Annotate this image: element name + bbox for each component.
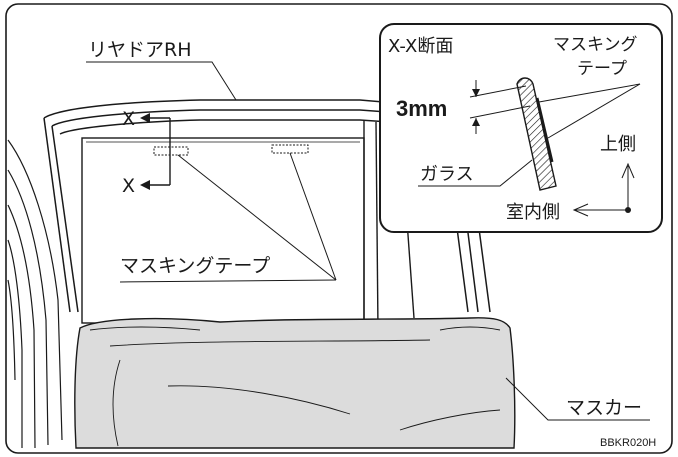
masking-tape-leaders [119, 152, 337, 283]
masking-tape-label: マスキングテープ [120, 255, 270, 277]
section-tape-leaders [538, 83, 641, 139]
section-masking-line1: マスキング [553, 35, 638, 55]
section-masking-line2: テープ [577, 59, 627, 79]
arrow-x-bottom [140, 180, 150, 190]
masking-tape-patch-2 [271, 144, 309, 154]
interior-side-label: 室内側 [506, 202, 560, 223]
masker-cover [74, 317, 516, 449]
dimension-label: 3mm [396, 96, 447, 121]
glass-leader [418, 159, 533, 187]
figure-code: BBKR020H [600, 437, 656, 449]
window-glass [81, 137, 365, 324]
section-callout-box [379, 23, 663, 233]
x-bottom-label: X [122, 175, 135, 197]
glass-label: ガラス [420, 164, 474, 185]
dim-arrow-bottom [472, 118, 480, 126]
masker-wrinkles [89, 326, 501, 447]
outer-frame [5, 3, 673, 454]
masker-leader [505, 377, 650, 421]
rear-door-label: リヤドアRH [88, 39, 192, 61]
section-title: X-X断面 [388, 36, 453, 57]
interior-arrowhead [572, 203, 589, 217]
upper-side-label: 上側 [600, 134, 636, 155]
masker-label: マスカー [566, 397, 642, 419]
x-top-label: X [122, 108, 135, 130]
up-arrowhead [621, 162, 635, 179]
glass-section [516, 77, 557, 191]
arrow-x-top [140, 113, 150, 123]
section-tape-strip [535, 97, 554, 163]
dim-arrow-top [472, 89, 480, 97]
door-body [7, 139, 63, 449]
rear-door-leader [86, 61, 237, 101]
